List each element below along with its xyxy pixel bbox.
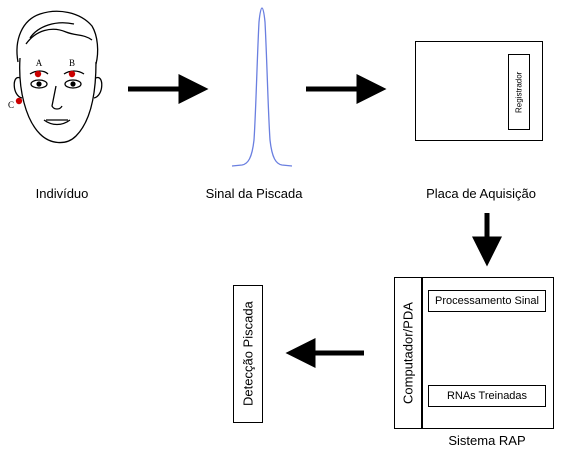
computer-label: Computador/PDA <box>400 302 416 404</box>
trained-rna-box: RNAs Treinadas <box>428 385 546 407</box>
detection-label: Detecção Piscada <box>240 301 256 407</box>
label-individuo: Indivíduo <box>35 186 89 201</box>
processing-box: Processamento Sinal <box>428 290 546 312</box>
electrode-label-c: C <box>7 100 15 110</box>
electrode-label-a: A <box>35 58 43 68</box>
blink-signal-curve <box>231 7 293 167</box>
computer-box: Computador/PDA <box>394 277 422 429</box>
label-placa-aquisicao: Placa de Aquisição <box>426 186 536 201</box>
face-illustration <box>13 10 103 144</box>
register-box: Registrador <box>508 54 530 130</box>
detection-box: Detecção Piscada <box>233 285 263 423</box>
label-sistema-rap: Sistema RAP <box>448 433 526 448</box>
electrode-points <box>15 70 76 105</box>
label-sinal-piscada: Sinal da Piscada <box>205 186 303 201</box>
register-label: Registrador <box>514 71 524 113</box>
electrode-label-b: B <box>68 58 76 68</box>
face-pupils <box>36 81 76 87</box>
